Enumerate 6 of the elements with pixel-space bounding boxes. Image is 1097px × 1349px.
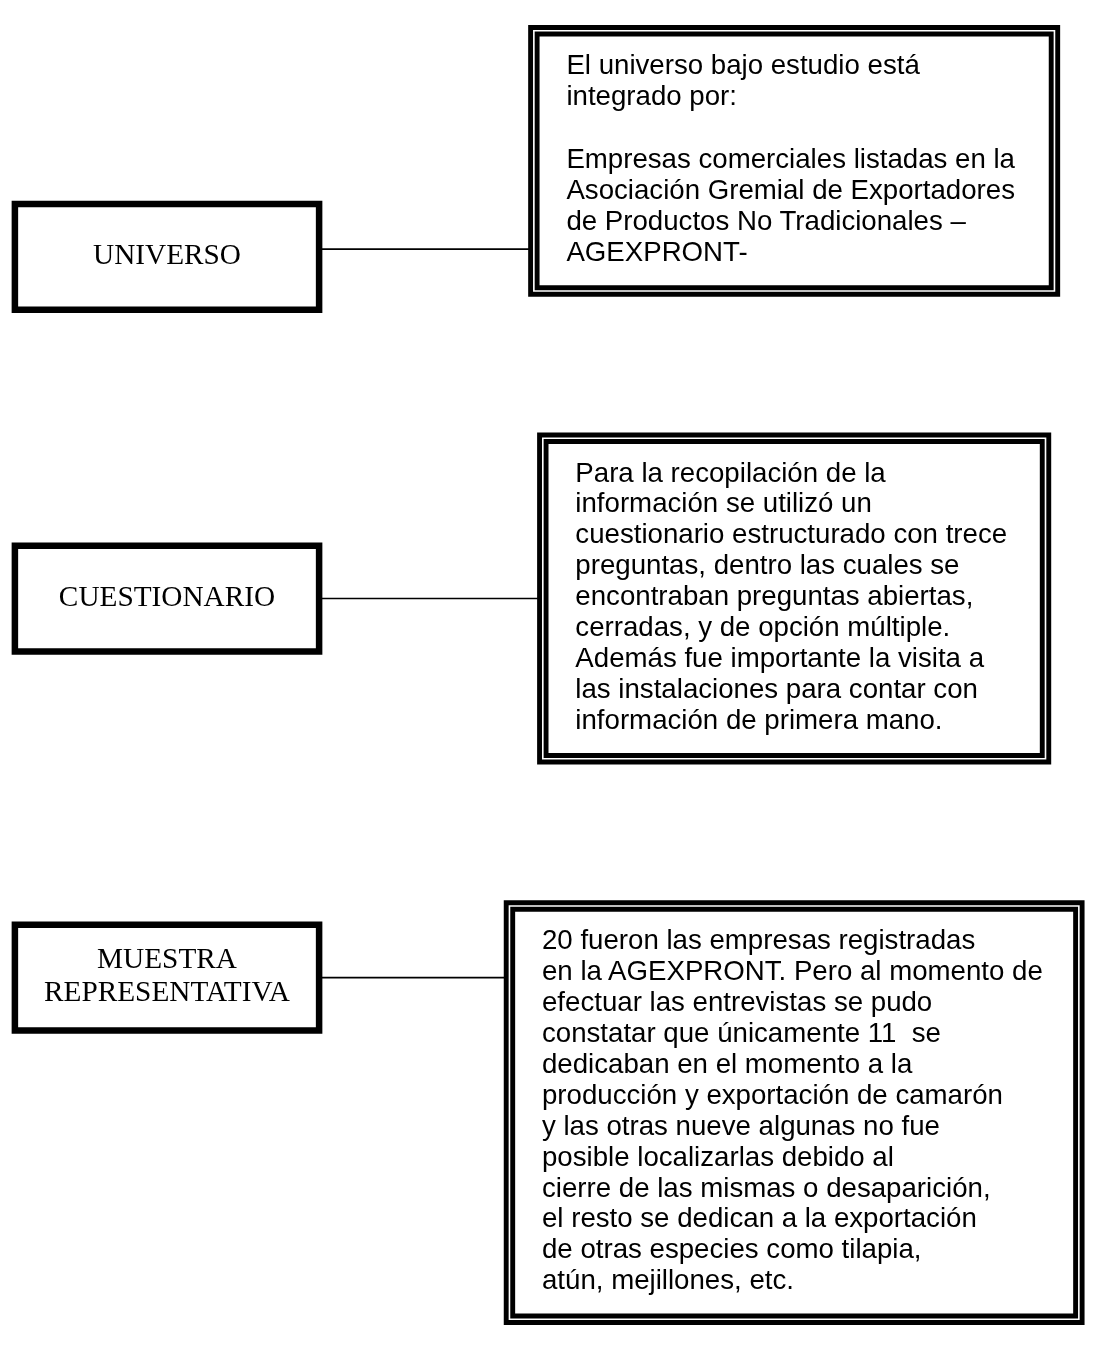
node-box: El universo bajo estudio está integrado por: Empresas comerciales listadas en la Asociación Gremial de Exportadores de Productos No Tradicionales – AGEXPRONT- <box>528 24 1061 297</box>
node-box: CUESTIONARIO <box>11 541 323 655</box>
node-box: Para la recopilación de la información se utilizó un cuestionario estructurado con trece preguntas, dentro las cuales se encontraban preguntas abiertas, cerradas, y de opción múltiple. Además fue importante la visita a las instalaciones para contar con información de primera mano. <box>537 432 1052 764</box>
node-box: UNIVERSO <box>11 200 323 313</box>
node-box: MUESTRA REPRESENTATIVA <box>11 920 323 1034</box>
node-box: 20 fueron las empresas registradas en la AGEXPRONT. Pero al momento de efectuar las entrevistas se pudo constatar que únicamente 11 se dedicaban en el momento a la producción y exportación de camarón y las otras nueve algunas no fue posible localizarlas debido al cierre de las mismas o desaparición, el resto se dedican a la exportación de otras especies como tilapia, atún, mejillones, etc. <box>503 899 1085 1325</box>
